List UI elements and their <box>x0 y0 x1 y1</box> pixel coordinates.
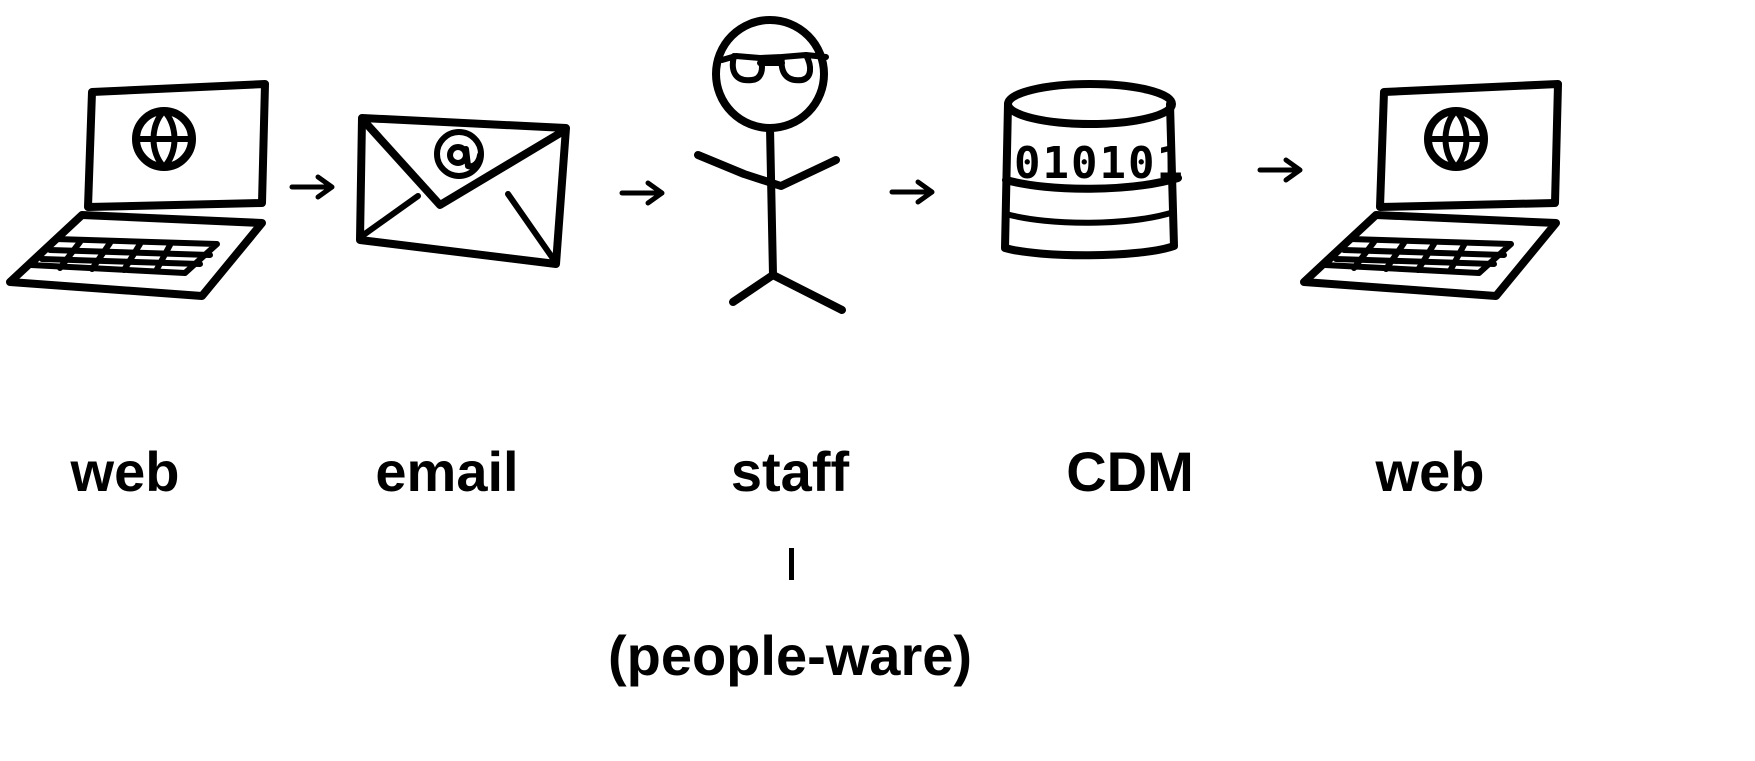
step-label-cdm: CDM <box>1066 440 1194 503</box>
step-label-email: email <box>375 440 519 503</box>
envelope-at-icon <box>356 114 570 268</box>
staff-note-connector <box>789 548 794 580</box>
arrow-right-icon <box>289 174 335 200</box>
arrow-right-icon <box>619 180 665 206</box>
staff-note-peopleware: (people-ware) <box>607 624 973 687</box>
laptop-globe-icon <box>1300 80 1562 300</box>
stick-figure-glasses-icon <box>694 16 846 314</box>
arrow-right-icon <box>889 179 935 205</box>
laptop-globe-icon <box>6 80 269 300</box>
step-label-web: web <box>70 440 180 503</box>
arrow-right-icon <box>1257 157 1303 183</box>
step-label-staff: staff <box>730 440 850 503</box>
database-binary-text: 010101 <box>1014 138 1185 189</box>
step-label-web-final: web <box>1375 440 1485 503</box>
database-cylinder-icon: 010101 <box>1001 80 1185 260</box>
